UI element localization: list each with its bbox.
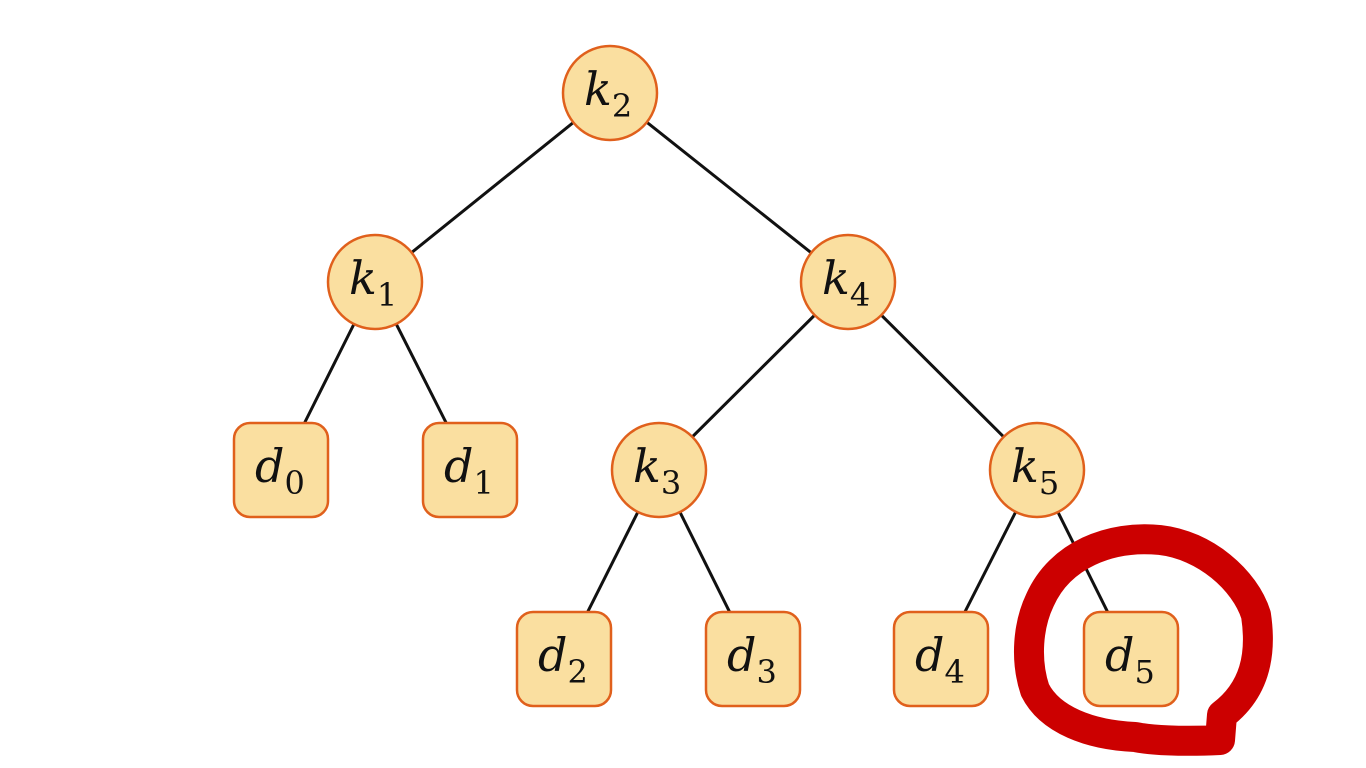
node-label-base: d (538, 628, 567, 682)
node-label-subscript: 4 (850, 276, 870, 314)
key-node-shape (988, 421, 1086, 519)
node-label-subscript: 3 (756, 653, 776, 691)
node-label-subscript: 5 (1039, 464, 1059, 502)
node-label: d3 (727, 628, 777, 691)
node-k5: k5 (988, 421, 1086, 519)
dummy-leaf-shape (421, 421, 519, 519)
node-d1: d1 (421, 421, 519, 519)
node-label-base: d (255, 439, 284, 493)
node-label-subscript: 4 (944, 653, 964, 691)
node-d5: d5 (1082, 610, 1180, 708)
node-label: k3 (633, 439, 681, 502)
node-label-base: d (1105, 628, 1134, 682)
node-label: k1 (349, 251, 397, 314)
node-k2: k2 (561, 44, 659, 142)
dummy-leaf-shape (1082, 610, 1180, 708)
key-node-shape (799, 233, 897, 331)
red-highlight-circle (1013, 524, 1273, 756)
edges (279, 91, 1133, 660)
node-k4: k4 (799, 233, 897, 331)
node-label: d0 (255, 439, 305, 502)
key-node-shape (610, 421, 708, 519)
dummy-leaf-shape (232, 421, 330, 519)
node-label: k4 (822, 251, 870, 314)
node-label-base: k (349, 251, 377, 305)
key-node-shape (326, 233, 424, 331)
node-label-subscript: 1 (377, 276, 397, 314)
dummy-leaf-shape (704, 610, 802, 708)
node-label-base: d (727, 628, 756, 682)
node-label-base: k (584, 62, 612, 116)
node-label: d2 (538, 628, 588, 691)
node-label: d5 (1105, 628, 1155, 691)
node-label-base: k (822, 251, 850, 305)
dummy-leaf-shape (515, 610, 613, 708)
node-label-base: d (444, 439, 473, 493)
node-label-subscript: 0 (284, 464, 304, 502)
node-k3: k3 (610, 421, 708, 519)
node-label: d1 (444, 439, 494, 502)
node-label-subscript: 2 (612, 87, 632, 125)
key-node-shape (561, 44, 659, 142)
node-d2: d2 (515, 610, 613, 708)
node-label-subscript: 3 (661, 464, 681, 502)
node-d3: d3 (704, 610, 802, 708)
node-label-subscript: 1 (473, 464, 493, 502)
node-d4: d4 (892, 610, 990, 708)
node-label-base: k (1011, 439, 1039, 493)
node-label-base: k (633, 439, 661, 493)
edge-k2-k1 (374, 91, 611, 284)
node-label: k5 (1011, 439, 1059, 502)
node-label: d4 (915, 628, 965, 691)
node-label-base: d (915, 628, 944, 682)
dummy-leaf-shape (892, 610, 990, 708)
edge-k2-k4 (609, 91, 849, 284)
node-label: k2 (584, 62, 632, 125)
node-label-subscript: 5 (1134, 653, 1154, 691)
node-label-subscript: 2 (567, 653, 587, 691)
node-d0: d0 (232, 421, 330, 519)
node-k1: k1 (326, 233, 424, 331)
